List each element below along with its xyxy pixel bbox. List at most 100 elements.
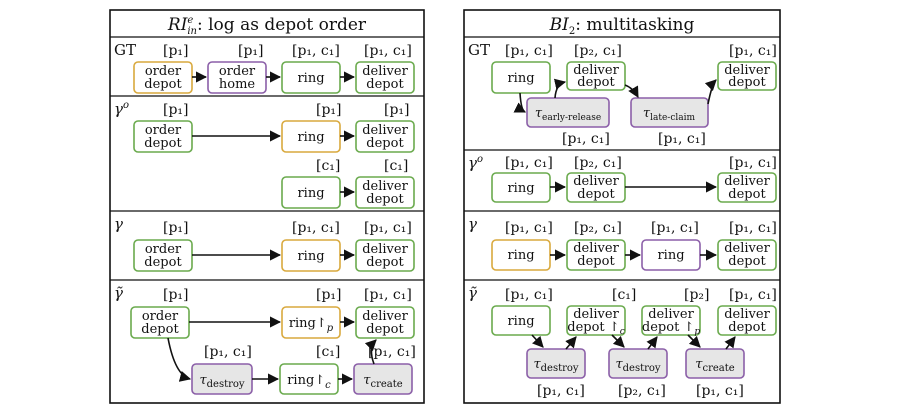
left-gt-node-ring-text: ring	[297, 71, 324, 86]
left-gt-node-order-home-line2: home	[219, 77, 256, 92]
right-gt2-node-tau-destroy-1	[526, 348, 586, 379]
right-row-label-gamma: γ	[468, 215, 477, 233]
right-g-label-1: [p₁, c₁]	[505, 220, 553, 236]
left-go-node-deliver-depot-2-line1: deliver	[362, 179, 408, 194]
left-gt2-node-deliver-depot-line1: deliver	[362, 309, 408, 324]
left-gt2-label-5: [c₁]	[316, 344, 340, 360]
left-gt2-label-6: [p₁, c₁]	[368, 344, 416, 360]
left-gt-node-order-depot-line2: depot	[144, 77, 182, 92]
right-go-label-3: [p₁, c₁]	[729, 155, 777, 171]
left-g-label-3: [p₁, c₁]	[364, 220, 412, 236]
left-go-node-deliver-depot	[355, 120, 415, 153]
right-gt2-edge-1	[531, 334, 544, 348]
left-row-label-gamma: γ	[114, 215, 123, 233]
right-gt2-node-deliver-depot-2-line1: deliver	[724, 307, 770, 322]
right-row-label-gamma-o: γo	[468, 154, 483, 172]
right-g-node-ring-text: ring	[507, 248, 534, 263]
left-gt2-node-ring-c-text: ring↾c	[287, 373, 331, 391]
left-g-node-deliver-depot-line2: depot	[366, 255, 404, 270]
right-gt-row: [p₁, c₁] ring [p₂, c₁] deliver depot [p₁…	[491, 43, 777, 147]
left-go-label-3: [p₁]	[384, 102, 410, 118]
right-g-node-deliver-depot-2	[717, 239, 777, 271]
right-gt2-label-5: [p₁, c₁]	[537, 383, 585, 399]
right-go-node-ring-text: ring	[507, 181, 534, 196]
right-g-node-deliver-depot-line1: deliver	[573, 241, 619, 256]
right-gt2-node-deliver-depot-c-line2: depot ↾c	[567, 320, 624, 337]
left-go-node-ring-text: ring	[297, 130, 324, 145]
right-gt-node-deliver-depot-2	[717, 61, 777, 91]
right-gt2-label-2: [c₁]	[612, 287, 636, 303]
left-row-label-gamma-tilde: γ̃	[114, 284, 123, 302]
right-gt-label-1: [p₁, c₁]	[505, 43, 553, 59]
right-gt-node-deliver-depot-line2: depot	[577, 75, 615, 90]
right-go-node-deliver-depot-2-line1: deliver	[724, 174, 770, 189]
right-gt2-label-7: [p₁, c₁]	[696, 383, 744, 399]
left-go-node-deliver-depot-line2: depot	[366, 136, 404, 151]
left-go-node-deliver-depot-line1: deliver	[362, 123, 408, 138]
right-gt-node-deliver-depot	[566, 61, 626, 91]
right-g-node-deliver-depot-2-line1: deliver	[724, 241, 770, 256]
right-gt-node-tau-late-claim-text: τlate-claim	[643, 106, 696, 123]
left-row-label-gt: GT	[114, 41, 136, 59]
left-gt2-node-deliver-depot-line2: depot	[366, 322, 404, 337]
left-gt-label-4: [p₁, c₁]	[364, 43, 412, 59]
left-row-label-gamma-o: γo	[114, 100, 129, 118]
right-gamma-tilde-row: [p₁, c₁] ring [c₁] deliver depot ↾c [p₂]…	[491, 287, 777, 399]
left-g-node-order-depot-line1: order	[145, 242, 182, 257]
right-gt2-node-deliver-depot-c-line1: deliver	[573, 307, 619, 322]
right-gt-node-ring-text: ring	[507, 71, 534, 86]
right-gt2-label-3: [p₂]	[684, 287, 710, 303]
left-gt2-node-tau-create	[353, 363, 413, 395]
right-row-label-gt: GT	[468, 41, 490, 59]
right-go-node-deliver-depot-line1: deliver	[573, 174, 619, 189]
left-go-node-order-depot-line2: depot	[144, 136, 182, 151]
right-gt2-node-ring-text: ring	[507, 314, 534, 329]
right-panel: BI2: multitasking GT γo γ γ̃ [p₁, c₁] ri…	[463, 9, 781, 404]
right-gt-label-2: [p₂, c₁]	[574, 43, 622, 59]
right-gt2-edge-3	[611, 334, 625, 348]
left-gt-label-3: [p₁, c₁]	[292, 43, 340, 59]
right-g-node-deliver-depot-2-line2: depot	[728, 254, 766, 269]
right-gt2-edge-5	[687, 334, 701, 348]
right-go-node-deliver-depot-line2: depot	[577, 187, 615, 202]
right-gt2-node-deliver-depot-p	[641, 305, 701, 336]
left-gt2-edge-6	[364, 339, 377, 365]
right-gt2-label-6: [p₂, c₁]	[618, 383, 666, 399]
left-gt-row: [p₁] order depot [p₁] order home [p₁, c₁…	[133, 43, 415, 94]
left-gt-node-deliver-depot-line2: depot	[366, 77, 404, 92]
right-panel-frame	[463, 9, 781, 404]
right-go-node-deliver-depot-2	[717, 172, 777, 203]
right-gt2-node-deliver-depot-p-line1: deliver	[648, 307, 694, 322]
right-gt-node-deliver-depot-2-line1: deliver	[724, 63, 770, 78]
right-g-label-3: [p₁, c₁]	[651, 220, 699, 236]
right-g-node-ring-2-text: ring	[657, 248, 684, 263]
right-gt-node-tau-late-claim	[630, 97, 709, 128]
left-gt2-node-order-depot-line1: order	[142, 309, 179, 324]
left-gt2-node-deliver-depot	[355, 306, 415, 339]
right-go-label-1: [p₁, c₁]	[505, 155, 553, 171]
right-gt-node-deliver-depot-line1: deliver	[573, 63, 619, 78]
right-gt-edge-3	[624, 84, 639, 98]
left-g-node-order-depot-line2: depot	[144, 255, 182, 270]
right-gt-edge-4	[704, 79, 717, 105]
left-gt2-label-1: [p₁]	[163, 287, 189, 303]
right-g-label-4: [p₁, c₁]	[729, 220, 777, 236]
right-gt2-node-deliver-depot-2	[717, 305, 777, 336]
left-g-node-deliver-depot	[355, 239, 415, 272]
left-go-node-order-depot-line1: order	[145, 123, 182, 138]
right-row-label-gamma-tilde: γ̃	[468, 284, 477, 302]
right-gt2-node-ring	[491, 305, 551, 336]
right-gt2-node-tau-destroy-2-text: τdestroy	[615, 357, 660, 374]
left-gt2-label-3: [p₁, c₁]	[364, 287, 412, 303]
right-gt-label-3: [p₁, c₁]	[729, 43, 777, 59]
left-gamma-o-row: [p₁] order depot [p₁] ring [p₁] deliver …	[133, 102, 415, 209]
right-gt2-node-tau-create	[685, 348, 745, 379]
left-gamma-tilde-row: [p₁] order depot [p₁] ring↾p [p₁, c₁] de…	[130, 287, 416, 395]
left-gt-node-order-home-line1: order	[219, 64, 256, 79]
left-gt-label-2: [p₁]	[238, 43, 264, 59]
right-gt2-node-tau-destroy-2	[608, 348, 668, 379]
right-gt2-edge-2	[565, 336, 577, 350]
left-gt2-edge-3	[167, 337, 192, 382]
